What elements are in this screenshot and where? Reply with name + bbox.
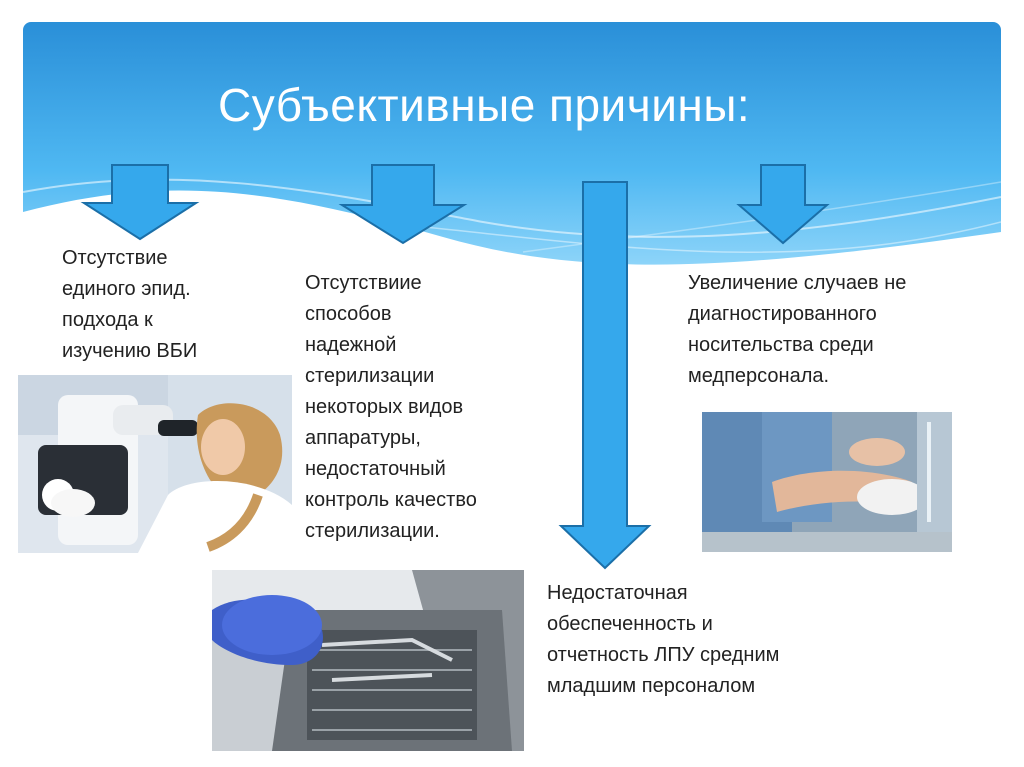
cause-text-4: Увеличение случаев не диагностированного… <box>688 272 907 387</box>
arrow-down-long-icon <box>558 181 652 570</box>
microscope-lab-photo <box>18 375 292 553</box>
cause-text-3: Недостаточная обеспеченность и отчетност… <box>547 582 780 697</box>
sterilizer-tray-photo <box>212 570 524 751</box>
cause-text-2: Отсутствиие способов надежной стерилизац… <box>305 272 477 542</box>
cause-text-1: Отсутствие единого эпид. подхода к изуче… <box>62 247 198 362</box>
arrow-down-icon <box>80 164 200 241</box>
header-background <box>23 22 1001 292</box>
hand-washing-photo <box>702 412 952 552</box>
arrow-down-icon <box>736 164 830 245</box>
slide-title: Субъективные причины: <box>218 79 751 131</box>
arrow-down-icon <box>338 164 468 245</box>
